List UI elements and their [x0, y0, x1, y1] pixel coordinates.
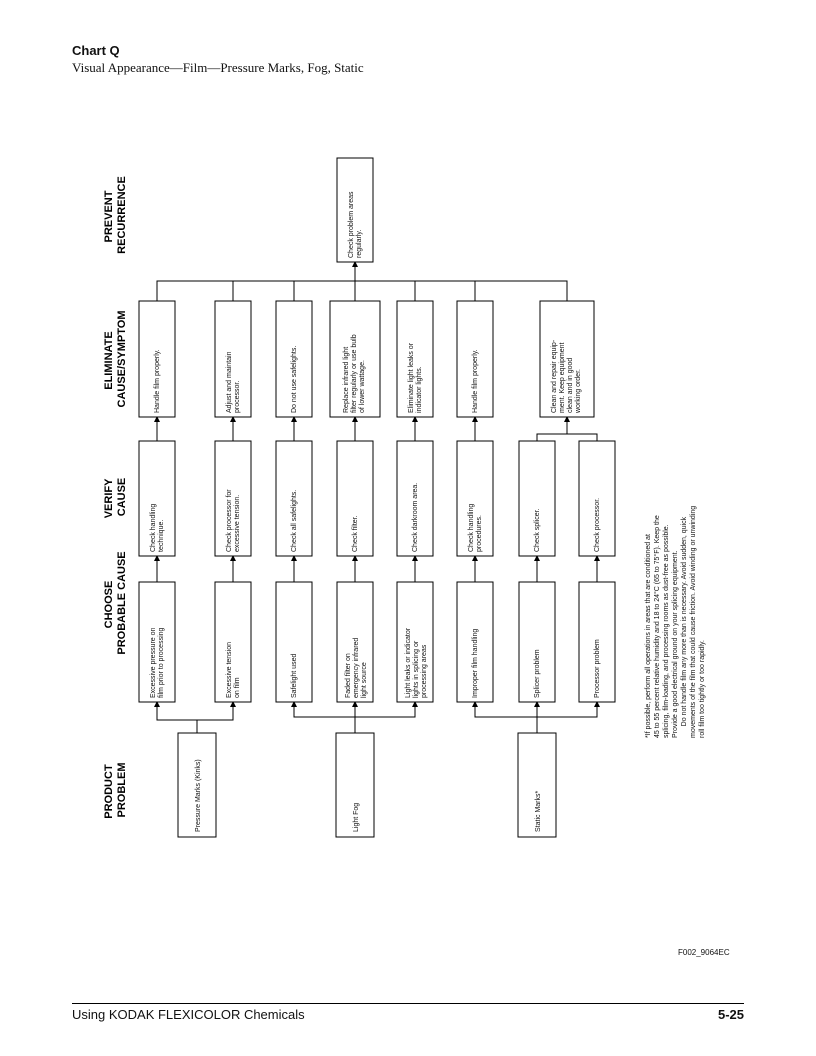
connector-problem1-cause1 [154, 701, 198, 733]
eliminate-text: Handle film properly. [472, 349, 479, 413]
verify-text: Check handlingtechnique. [150, 504, 165, 552]
eliminate-text: Eliminate light leaks orindicator lights… [408, 342, 423, 413]
problem-boxes [177, 732, 557, 838]
eliminate-text: Adjust and maintainprocessor. [226, 351, 241, 413]
eliminate-text: Clean and repair equip-ment. Keep equipm… [551, 339, 582, 414]
connector-verify7-eliminate7 [536, 416, 570, 441]
verify-text: Check all safelights. [291, 490, 298, 552]
eliminate-box [214, 300, 252, 418]
cause-box [396, 581, 434, 703]
verify-box [578, 440, 616, 557]
prevent-box [336, 157, 374, 263]
heading-verify-cause: VERIFY CAUSE [103, 476, 128, 519]
cause-text: Light leaks or indicatorlights in splici… [405, 627, 428, 698]
verify-text: Check handlingprocedures. [468, 504, 483, 552]
figure-code: F002_9064EC [678, 948, 730, 957]
heading-eliminate: ELIMINATE CAUSE/SYMPTOM [103, 311, 128, 408]
cause-text: Processor problem [594, 639, 601, 698]
cause-box [518, 581, 556, 703]
heading-prevent: PREVENT RECURRENCE [103, 176, 128, 254]
connector-problem3-cause6 [472, 701, 538, 733]
verify-text: Check processor forexcessive tension. [226, 489, 241, 552]
cause-text: Improper film handling [472, 629, 479, 698]
eliminate-box [329, 300, 381, 418]
eliminate-text: Handle film properly. [154, 349, 161, 413]
cause-text: Safelight used [291, 654, 298, 698]
connector-problem3-cause8 [537, 701, 600, 718]
prevent-boxes [336, 157, 374, 263]
verify-text: Check splicer. [534, 508, 541, 552]
problem-box [517, 732, 557, 838]
problem-box [335, 732, 375, 838]
verify-box [214, 440, 252, 557]
eliminate-text: Do not use safelights. [291, 346, 298, 413]
verify-text: Check processor. [594, 498, 601, 552]
cause-text: Faded filter onemergency infraredlight s… [345, 638, 368, 698]
connector-eliminate-drops [232, 281, 476, 301]
chart-label: Chart Q [72, 43, 120, 58]
problem-text: Static Marks* [535, 790, 542, 832]
connector-problem1-cause2 [197, 701, 236, 721]
verify-boxes [138, 440, 616, 557]
page-number: 5-25 [717, 1007, 744, 1022]
prevent-text: Check problem areasregularly. [348, 191, 363, 258]
footer-rule [72, 1003, 744, 1004]
verify-box [456, 440, 494, 557]
cause-box [578, 581, 616, 703]
eliminate-box [396, 300, 434, 418]
cause-box [214, 581, 252, 703]
connectors [154, 261, 600, 733]
eliminate-text: Replace infrared lightfilter regularly o… [343, 334, 366, 413]
verify-box [396, 440, 434, 557]
connector-problem2-cause5 [355, 701, 418, 718]
eliminate-box [539, 300, 595, 418]
chart-subtitle: Visual Appearance—Film—Pressure Marks, F… [72, 60, 364, 75]
cause-box [275, 581, 313, 703]
problem-box [177, 732, 217, 838]
eliminate-box [138, 300, 176, 418]
column-headings: PRODUCT PROBLEM CHOOSE PROBABLE CAUSE VE… [103, 176, 128, 819]
verify-box [336, 440, 374, 557]
heading-probable-cause: CHOOSE PROBABLE CAUSE [103, 551, 128, 654]
connector-verify8-eliminate7 [567, 433, 598, 441]
static-marks-footnote: *If possible, perform all operations in … [645, 504, 706, 738]
cause-box [456, 581, 494, 703]
cause-text: Excessive tensionon film [226, 642, 241, 698]
footer-title: Using KODAK FLEXICOLOR Chemicals [72, 1007, 305, 1022]
problem-text: Light Fog [353, 803, 360, 832]
box-texts: Pressure Marks (Kinks) Light Fog Static … [150, 191, 601, 832]
eliminate-box [275, 300, 313, 418]
heading-product-problem: PRODUCT PROBLEM [103, 761, 128, 818]
verify-box [138, 440, 176, 557]
eliminate-boxes [138, 300, 595, 418]
verify-text: Check filter. [352, 515, 359, 552]
connector-eliminate-bus [156, 280, 568, 301]
cause-box [138, 581, 176, 703]
cause-box [336, 581, 374, 703]
eliminate-box [456, 300, 494, 418]
problem-text: Pressure Marks (Kinks) [195, 759, 202, 832]
cause-boxes [138, 581, 616, 703]
verify-box [518, 440, 556, 557]
verify-box [275, 440, 313, 557]
connector-problem2-cause3 [291, 701, 356, 733]
verify-text: Check darkroom area. [412, 483, 419, 552]
cause-text: Splicer problem [534, 649, 541, 698]
cause-text: Excessive pressure onfilm prior to proce… [150, 627, 165, 698]
